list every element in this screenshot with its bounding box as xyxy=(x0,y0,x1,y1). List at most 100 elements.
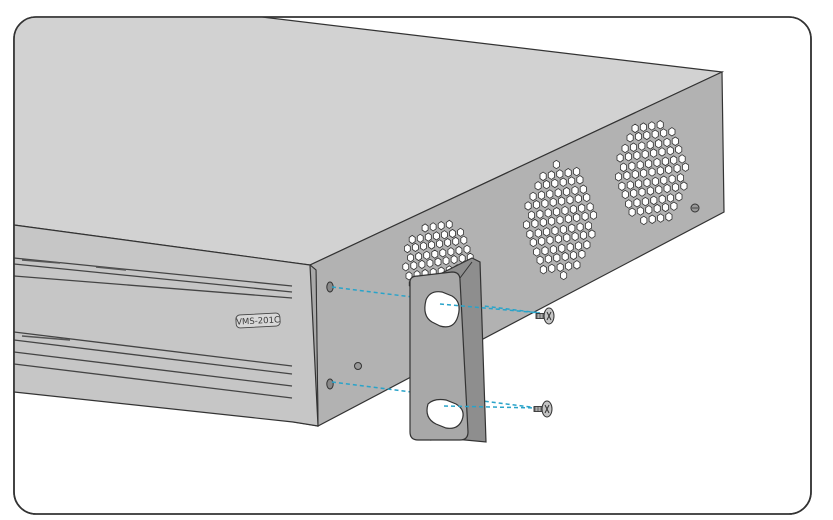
vent-hole-icon xyxy=(411,242,419,252)
chassis-screw-heads xyxy=(354,203,700,370)
vent-hole-icon xyxy=(633,150,641,161)
vent-hole-icon xyxy=(539,217,547,228)
vent-hole-icon xyxy=(643,177,651,188)
vent-hole-icon xyxy=(565,261,573,271)
vent-hole-icon xyxy=(434,257,442,267)
vent-hole-icon xyxy=(638,187,646,197)
vent-hole-icon xyxy=(661,156,669,167)
vent-hole-icon xyxy=(648,214,656,224)
vent-hole-icon xyxy=(645,159,653,169)
vent-hole-icon xyxy=(667,193,674,203)
vent-hole-icon xyxy=(455,245,463,256)
vent-hole-icon xyxy=(640,168,648,178)
vent-hole-icon xyxy=(638,141,646,151)
vent-hole-icon xyxy=(662,202,669,213)
vent-hole-icon xyxy=(635,131,642,142)
vent-hole-icon xyxy=(533,200,540,210)
vent-hole-icon xyxy=(575,241,582,251)
vent-hole-icon xyxy=(538,236,546,246)
vent-hole-icon xyxy=(554,234,562,244)
vent-hole-icon xyxy=(436,239,444,249)
vent-hole-icon xyxy=(658,194,666,204)
vent-hole-icon xyxy=(625,199,633,209)
vent-hole-icon xyxy=(668,174,676,184)
vent-hole-icon xyxy=(663,137,671,148)
vent-hole-icon xyxy=(529,237,537,248)
vent-hole-icon xyxy=(578,249,586,259)
vent-hole-icon xyxy=(536,209,544,219)
vent-hole-icon xyxy=(645,205,653,215)
vent-hole-icon xyxy=(523,220,530,230)
vent-hole-icon xyxy=(665,164,673,175)
vent-hole-icon xyxy=(544,254,552,264)
vent-hole-icon xyxy=(583,192,591,203)
screw-icon xyxy=(535,307,555,325)
vent-hole-icon xyxy=(660,175,668,185)
vent-hole-icon xyxy=(677,173,684,183)
vent-hole-icon xyxy=(650,148,658,158)
vent-hole-icon xyxy=(646,186,654,196)
vent-hole-icon xyxy=(549,197,557,207)
vent-hole-icon xyxy=(569,204,577,215)
vent-hole-icon xyxy=(653,157,661,168)
vent-hole-icon xyxy=(648,167,656,177)
vent-hole-icon xyxy=(573,166,581,177)
vent-hole-icon xyxy=(639,122,647,132)
vent-hole-icon xyxy=(561,251,569,262)
vent-hole-icon xyxy=(556,262,564,272)
vent-hole-icon xyxy=(558,196,566,206)
vent-grille-middle xyxy=(523,159,597,281)
vent-hole-icon xyxy=(526,229,534,239)
vent-hole-icon xyxy=(546,189,554,199)
vent-hole-icon xyxy=(437,221,445,231)
vent-hole-icon xyxy=(574,194,582,204)
vent-hole-icon xyxy=(573,260,581,270)
vent-hole-icon xyxy=(651,176,659,187)
vent-hole-icon xyxy=(457,227,464,237)
vent-hole-icon xyxy=(621,189,629,200)
vent-hole-icon xyxy=(549,244,557,255)
vent-hole-icon xyxy=(533,247,541,257)
vent-hole-icon xyxy=(680,181,688,191)
vent-hole-icon xyxy=(640,215,648,226)
vent-hole-icon xyxy=(539,264,547,275)
vent-hole-icon xyxy=(534,228,542,238)
vent-hole-icon xyxy=(531,218,539,229)
vent-hole-icon xyxy=(576,222,584,232)
front-panel-slots xyxy=(14,257,293,399)
vent-hole-icon xyxy=(463,244,471,254)
vent-hole-icon xyxy=(581,211,589,222)
vent-hole-icon xyxy=(570,250,577,261)
vent-hole-icon xyxy=(656,120,664,130)
vent-hole-icon xyxy=(646,140,654,150)
vent-hole-icon xyxy=(546,235,554,245)
vent-hole-icon xyxy=(424,232,432,242)
vent-hole-icon xyxy=(444,238,452,248)
vent-hole-icon xyxy=(558,243,566,254)
vent-hole-icon xyxy=(665,212,673,222)
vent-hole-icon xyxy=(449,228,456,239)
vent-hole-icon xyxy=(460,235,468,245)
vent-hole-icon xyxy=(524,201,532,211)
vent-hole-icon xyxy=(566,195,574,205)
vent-hole-icon xyxy=(643,130,651,141)
mounting-bracket xyxy=(409,257,487,443)
vent-hole-icon xyxy=(630,142,637,152)
vent-hole-icon xyxy=(547,170,555,180)
vent-hole-icon xyxy=(630,188,638,198)
vent-hole-icon xyxy=(615,172,622,182)
vent-hole-icon xyxy=(568,176,576,186)
vent-hole-icon xyxy=(559,177,567,187)
vent-hole-icon xyxy=(529,191,537,202)
vent-hole-icon xyxy=(678,154,686,164)
vent-hole-icon xyxy=(671,136,679,146)
vent-hole-icon xyxy=(403,244,411,254)
vent-hole-icon xyxy=(445,219,453,229)
vent-hole-icon xyxy=(551,225,559,236)
vent-hole-icon xyxy=(573,212,581,223)
vent-hole-icon xyxy=(548,216,556,226)
vent-hole-icon xyxy=(631,123,639,134)
vent-hole-icon xyxy=(564,168,572,178)
